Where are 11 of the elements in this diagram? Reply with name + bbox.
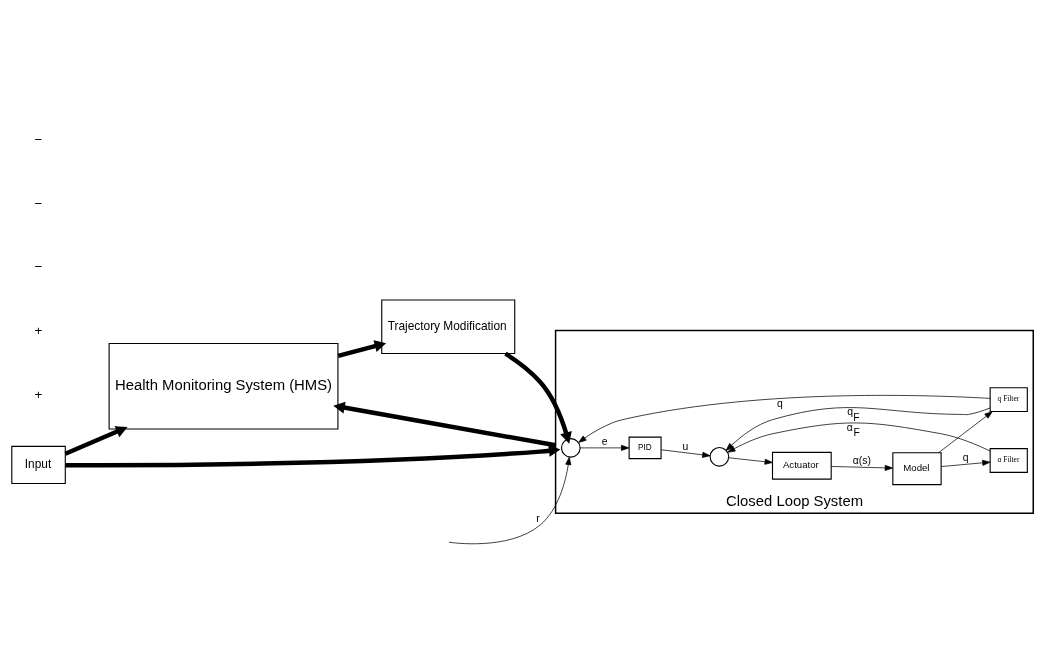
edge-label: q <box>777 397 783 409</box>
label: + <box>34 387 43 403</box>
label: − <box>34 131 43 147</box>
edge-label: α(s) <box>852 455 871 467</box>
label: − <box>34 259 43 275</box>
edge-label: q <box>962 452 969 464</box>
label: + <box>34 323 43 339</box>
edge-label: u <box>682 441 689 453</box>
label: − <box>34 195 43 211</box>
edge-label: r <box>536 513 540 525</box>
edge-label: e <box>601 436 608 448</box>
